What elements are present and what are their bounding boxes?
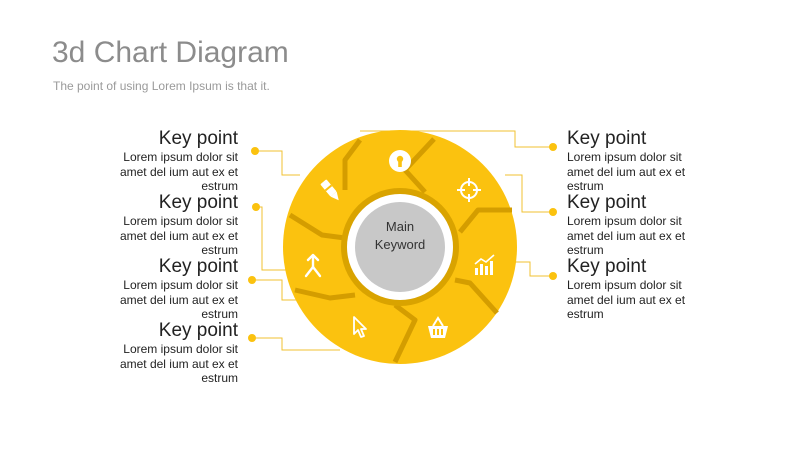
key-point-right-2: Key point Lorem ipsum dolor sit amet del…	[567, 192, 707, 258]
key-point-body: Lorem ipsum dolor sit amet del ium aut e…	[567, 278, 686, 321]
key-point-heading: Key point	[567, 128, 647, 149]
connector-lines	[252, 130, 553, 351]
key-point-left-4: Key point Lorem ipsum dolor sit amet del…	[98, 320, 238, 386]
slide-title: 3d Chart Diagram	[52, 36, 289, 69]
crosshair-icon	[457, 178, 481, 202]
merge-arrow-icon	[304, 253, 322, 278]
key-point-body: Lorem ipsum dolor sit amet del ium aut e…	[119, 150, 238, 193]
center-keyword-line2: Keyword	[374, 237, 426, 252]
key-point-body: Lorem ipsum dolor sit amet del ium aut e…	[119, 342, 238, 385]
key-point-body: Lorem ipsum dolor sit amet del ium aut e…	[567, 214, 686, 257]
connector-dots	[248, 143, 557, 342]
key-point-left-1: Key point Lorem ipsum dolor sit amet del…	[98, 128, 238, 194]
key-point-right-3: Key point Lorem ipsum dolor sit amet del…	[567, 256, 707, 322]
cursor-icon	[353, 316, 367, 338]
pen-icon	[320, 179, 339, 201]
key-point-body: Lorem ipsum dolor sit amet del ium aut e…	[119, 278, 238, 321]
hub-circle	[355, 202, 445, 292]
key-point-right-1: Key point Lorem ipsum dolor sit amet del…	[567, 128, 707, 194]
key-point-heading: Key point	[158, 320, 238, 341]
key-point-heading: Key point	[567, 192, 647, 213]
key-point-left-2: Key point Lorem ipsum dolor sit amet del…	[98, 192, 238, 258]
keyhole-icon	[389, 150, 411, 172]
center-keyword: Main Keyword	[356, 218, 444, 254]
bar-chart-icon	[474, 254, 495, 275]
key-point-heading: Key point	[158, 192, 238, 213]
key-point-heading: Key point	[567, 256, 647, 277]
basket-icon	[428, 316, 448, 338]
key-point-body: Lorem ipsum dolor sit amet del ium aut e…	[567, 150, 686, 193]
key-point-body: Lorem ipsum dolor sit amet del ium aut e…	[119, 214, 238, 257]
center-keyword-line1: Main	[385, 219, 415, 234]
key-point-heading: Key point	[158, 128, 238, 149]
slide-subtitle: The point of using Lorem Ipsum is that i…	[53, 79, 270, 93]
key-point-left-3: Key point Lorem ipsum dolor sit amet del…	[98, 256, 238, 322]
key-point-heading: Key point	[158, 256, 238, 277]
